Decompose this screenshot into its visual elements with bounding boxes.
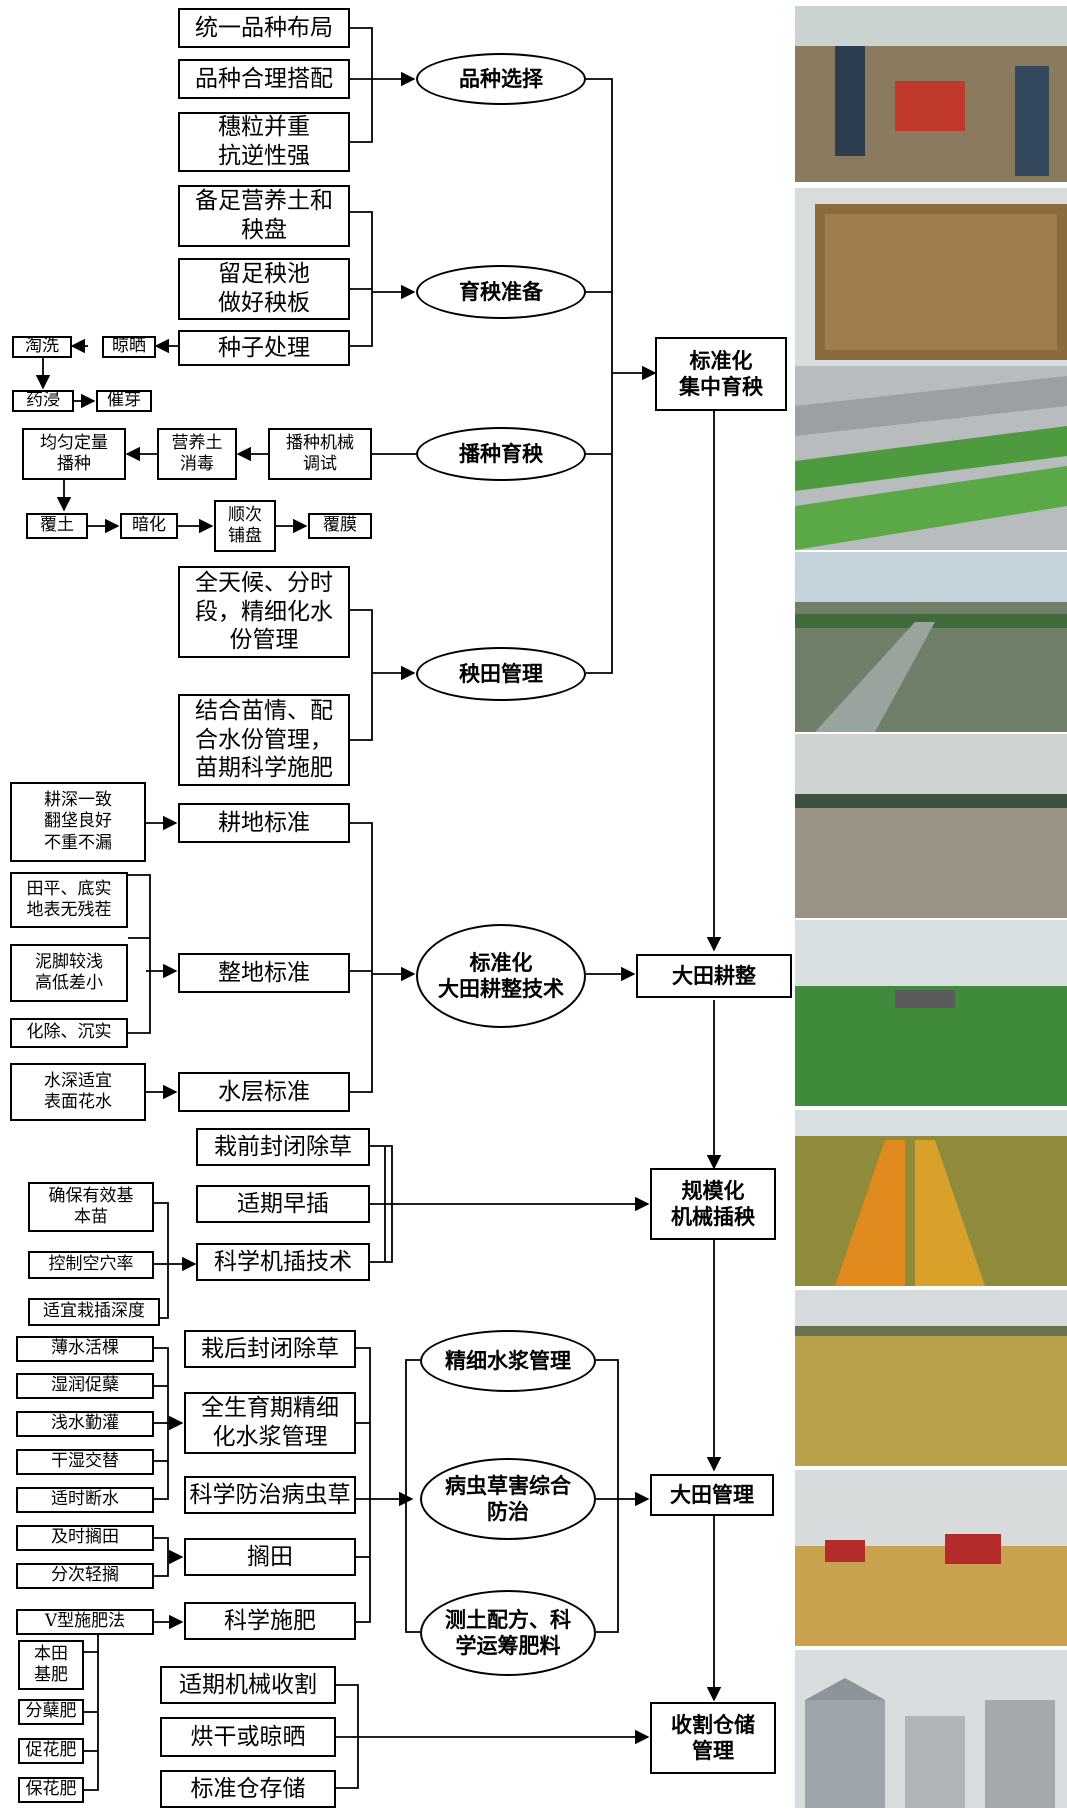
sowing-even-seeding: 均匀定量 播种 <box>22 428 126 480</box>
section-water-mgmt: 精细水浆管理 <box>420 1330 596 1392</box>
water-step-2: 湿润促蘖 <box>16 1373 154 1399</box>
tillage-detail-weed: 化除、沉实 <box>10 1018 128 1048</box>
variety-item-resistance: 穗粒并重 抗逆性强 <box>178 112 350 172</box>
field-post-weed: 栽后封闭除草 <box>184 1330 356 1368</box>
harvest-machine: 适期机械收割 <box>160 1666 336 1704</box>
transplant-early: 适期早插 <box>196 1185 370 1223</box>
fertilize-base: 本田 基肥 <box>18 1640 84 1690</box>
sowing-darken: 暗化 <box>120 513 178 539</box>
photo-grain-silos <box>795 1650 1067 1808</box>
tillage-detail-flat: 田平、底实 地表无残茬 <box>10 872 128 928</box>
photo-seed-tray <box>795 188 1067 366</box>
photo-tillage-field <box>795 734 1067 918</box>
photo-seed-selection <box>795 6 1067 182</box>
transplant-pre-weed: 栽前封闭除草 <box>196 1128 370 1166</box>
drain-step-1: 及时搁田 <box>16 1525 154 1551</box>
sowing-tray-laying: 顺次 铺盘 <box>214 500 276 552</box>
tillage-detail-plough: 耕深一致 翻垡良好 不重不漏 <box>10 782 146 862</box>
photo-spraying <box>795 920 1067 1106</box>
prep-soak: 药浸 <box>12 390 74 412</box>
field-pest-control: 科学防治病虫草 <box>184 1476 356 1514</box>
prep-seedbed: 留足秧池 做好秧板 <box>178 258 350 320</box>
stage-field-mgmt: 大田管理 <box>650 1474 774 1516</box>
section-sowing: 播种育秧 <box>416 427 586 481</box>
variety-item-matching: 品种合理搭配 <box>178 59 350 99</box>
photo-rice-crop <box>795 1290 1067 1466</box>
field-fertilize: 科学施肥 <box>184 1602 356 1640</box>
fertilize-v-method: V型施肥法 <box>16 1609 154 1635</box>
transplant-detail-gaps: 控制空穴率 <box>28 1251 154 1279</box>
prep-wash: 淘洗 <box>12 336 72 358</box>
tillage-detail-water: 水深适宜 表面花水 <box>10 1063 146 1121</box>
stage-tillage: 大田耕整 <box>636 954 792 998</box>
transplant-technique: 科学机插技术 <box>196 1243 370 1281</box>
water-step-4: 干湿交替 <box>16 1449 154 1475</box>
section-variety: 品种选择 <box>416 53 586 105</box>
drain-step-2: 分次轻搁 <box>16 1563 154 1589</box>
stage-transplant: 规模化 机械插秧 <box>650 1168 776 1240</box>
photo-transplant-fields <box>795 1110 1067 1286</box>
prep-soil-trays: 备足营养土和 秧盘 <box>178 185 350 247</box>
field-water-mgmt: 全生育期精细 化水浆管理 <box>184 1392 356 1454</box>
field-drain: 搁田 <box>184 1538 356 1576</box>
harvest-storage: 标准仓存储 <box>160 1770 336 1808</box>
tillage-detail-mud: 泥脚较浅 高低差小 <box>10 944 128 1002</box>
prep-germinate: 催芽 <box>96 390 152 412</box>
water-step-5: 适时断水 <box>16 1487 154 1513</box>
section-pest: 病虫草害综合 防治 <box>420 1458 596 1540</box>
section-fertilizer: 测土配方、科 学运筹肥料 <box>420 1590 596 1676</box>
tillage-water-standard: 水层标准 <box>178 1072 350 1112</box>
fertilize-panicle: 促花肥 <box>18 1738 84 1764</box>
prep-seed-treatment: 种子处理 <box>178 330 350 366</box>
tillage-plough-standard: 耕地标准 <box>178 803 350 843</box>
sowing-machine-debug: 播种机械 调试 <box>268 428 372 480</box>
section-tillage-tech: 标准化 大田耕整技术 <box>416 924 586 1028</box>
section-nursery-field: 秧田管理 <box>416 647 586 701</box>
harvest-dry: 烘干或晾晒 <box>160 1717 336 1757</box>
stage-nursery: 标准化 集中育秧 <box>655 337 787 411</box>
fertilize-tiller: 分蘖肥 <box>18 1699 84 1725</box>
sowing-cover-soil: 覆土 <box>26 513 88 539</box>
transplant-detail-seedlings: 确保有效基 本苗 <box>28 1182 154 1232</box>
sowing-soil-disinfect: 营养土 消毒 <box>157 428 237 480</box>
fertilize-protect: 保花肥 <box>18 1777 84 1803</box>
variety-item-layout: 统一品种布局 <box>178 8 350 48</box>
water-step-3: 浅水勤灌 <box>16 1411 154 1437</box>
photo-nursery-field <box>795 552 1067 732</box>
nursery-fertilize: 结合苗情、配 合水份管理， 苗期科学施肥 <box>178 694 350 786</box>
transplant-detail-depth: 适宜栽插深度 <box>28 1298 160 1326</box>
section-seedling-prep: 育秧准备 <box>416 265 586 319</box>
sowing-film-cover: 覆膜 <box>308 513 372 539</box>
stage-harvest: 收割仓储 管理 <box>650 1702 776 1774</box>
water-step-1: 薄水活棵 <box>16 1336 154 1362</box>
photo-nursery-beds <box>795 366 1067 550</box>
prep-dry: 晾晒 <box>102 336 156 358</box>
nursery-water-mgmt: 全天候、分时 段，精细化水 份管理 <box>178 566 350 658</box>
tillage-level-standard: 整地标准 <box>178 953 350 993</box>
photo-harvesters <box>795 1470 1067 1646</box>
